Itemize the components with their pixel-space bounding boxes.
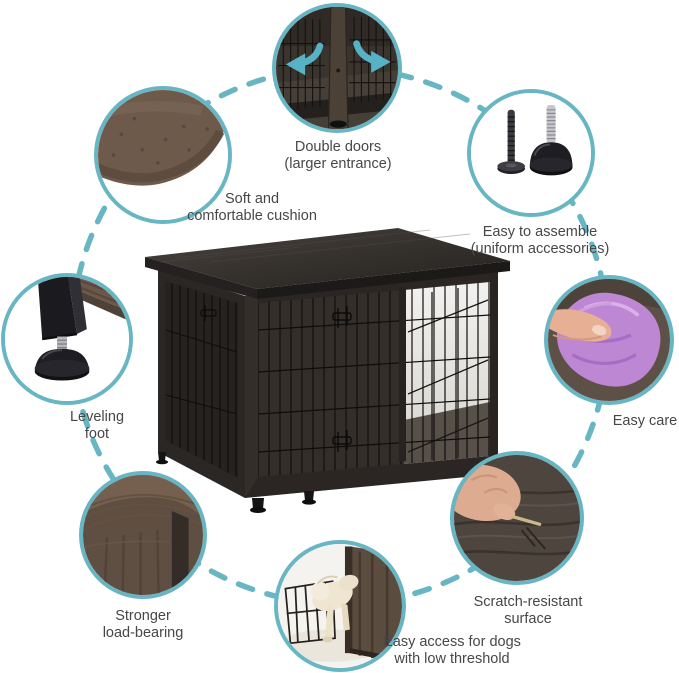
dog: [310, 574, 359, 643]
black-leg: [37, 277, 87, 341]
caption-line: Leveling: [69, 409, 125, 425]
crate-side-panel: [349, 546, 402, 661]
caption-line: surface: [504, 611, 552, 627]
caption-easy-access: Easy access for dogs with low threshold: [383, 634, 521, 668]
caption-double-doors: Double doors (larger entrance): [284, 139, 391, 173]
corner-grain: [83, 494, 203, 529]
hand-with-key: [454, 464, 546, 550]
feature-photo-leveling-foot: [1, 273, 133, 405]
caption-line: load-bearing: [102, 625, 184, 641]
door-latch-top: [332, 306, 352, 328]
screw: [497, 109, 525, 174]
scratch-test: [454, 455, 580, 581]
caption-line: Easy care: [612, 413, 678, 429]
caption-easy-care: Easy care: [613, 413, 677, 430]
caption-line: (uniform accessories): [470, 241, 610, 257]
caption-soft-cushion: Soft and comfortable cushion: [187, 191, 317, 225]
wood-corner: [83, 475, 203, 595]
caption-line: Easy to assemble: [482, 224, 598, 240]
leveling-foot-part: [529, 105, 573, 176]
caption-line: with low threshold: [394, 651, 510, 667]
caption-easy-assemble: Easy to assemble (uniform accessories): [471, 224, 610, 258]
caption-line: foot: [84, 426, 110, 442]
feature-photo-load-bearing: [79, 471, 207, 599]
arrow-right-icon: [353, 40, 391, 73]
side-latch: [200, 305, 217, 323]
feature-photo-easy-care: [544, 275, 674, 405]
dog-entering-crate: [278, 544, 402, 668]
caption-line: comfortable cushion: [187, 208, 317, 224]
caption-line: Soft and: [224, 191, 280, 207]
caption-line: Stronger: [115, 608, 171, 624]
caption-scratch-resistant: Scratch-resistant surface: [474, 594, 583, 628]
finger: [548, 309, 612, 342]
cushion-texture: [111, 116, 210, 165]
round-foot: [34, 348, 90, 381]
caption-line: Double doors: [294, 139, 382, 155]
caption-leveling-foot: Leveling foot: [70, 409, 124, 443]
threaded-rod: [57, 336, 67, 354]
screw-and-foot: [471, 93, 591, 213]
caption-load-bearing: Stronger load-bearing: [103, 608, 184, 642]
dog-crate-illustration: [145, 228, 510, 513]
caption-line: Scratch-resistant: [473, 594, 583, 610]
towel-wipe: [548, 279, 670, 401]
front-wires: [257, 314, 491, 453]
feature-photo-double-doors: [272, 3, 402, 133]
caption-line: Easy access for dogs: [383, 634, 521, 650]
adjustable-foot: [5, 277, 129, 401]
feature-photo-easy-access: [274, 540, 406, 672]
caption-line: (larger entrance): [284, 156, 392, 172]
crate-doors-closeup: [276, 7, 398, 129]
feature-photo-scratch-resistant: [450, 451, 584, 585]
feature-photo-easy-assemble: [467, 89, 595, 217]
door-latch-bottom: [332, 430, 352, 452]
arrow-left-icon: [285, 42, 324, 76]
